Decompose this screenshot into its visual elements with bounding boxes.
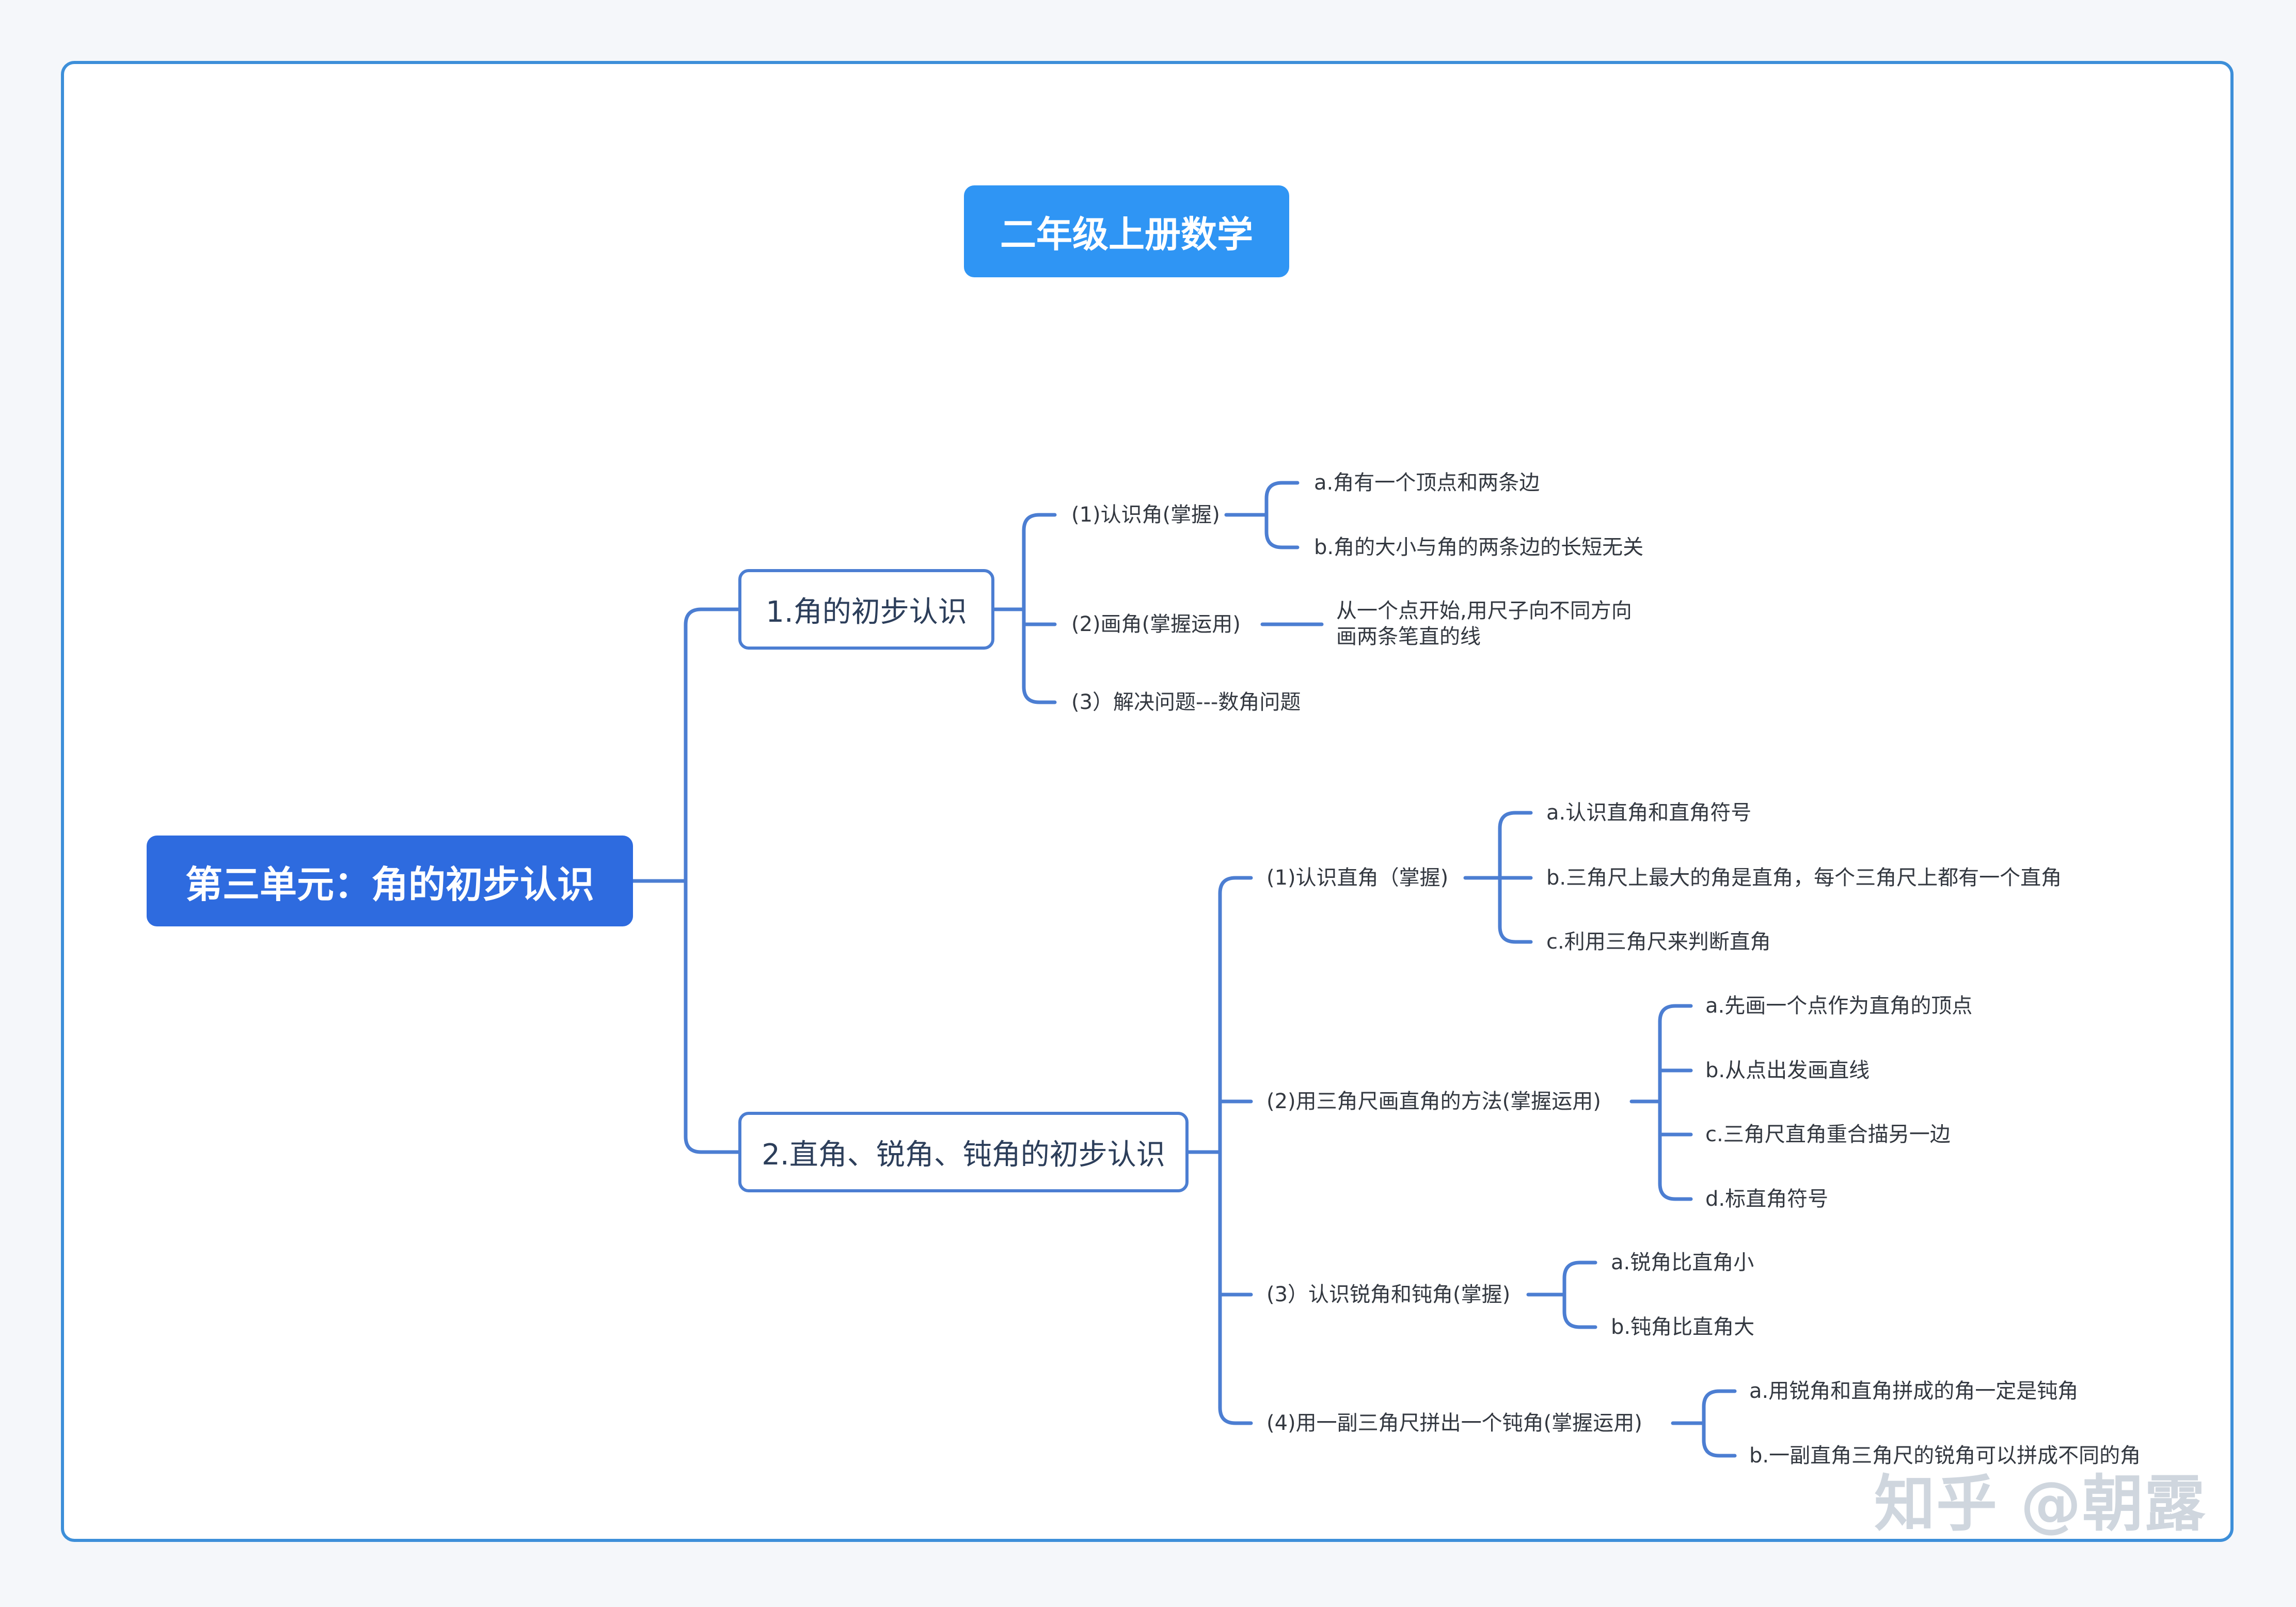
watermark: 知乎 @朝露 — [1874, 1468, 2207, 1539]
leaf-1-1-b[interactable]: b.角的大小与角的两条边的长短无关 — [1314, 535, 1644, 559]
leaf-2-1-c[interactable]: c.利用三角尺来判断直角 — [1546, 930, 1771, 954]
leaf-1-2-line1[interactable]: 从一个点开始,用尺子向不同方向 — [1336, 599, 1632, 623]
subtopic-1-2[interactable]: (2)画角(掌握运用) — [1071, 612, 1241, 636]
mindmap-canvas — [61, 61, 2234, 1542]
root-topic[interactable]: 第三单元：角的初步认识 — [147, 836, 633, 926]
subtopic-2-4[interactable]: (4)用一副三角尺拼出一个钝角(掌握运用) — [1266, 1411, 1642, 1435]
leaf-2-1-a[interactable]: a.认识直角和直角符号 — [1546, 801, 1752, 825]
leaf-2-4-b[interactable]: b.一副直角三角尺的锐角可以拼成不同的角 — [1749, 1444, 2141, 1468]
leaf-2-2-b[interactable]: b.从点出发画直线 — [1705, 1059, 1870, 1082]
subtopic-2-1[interactable]: (1)认识直角（掌握) — [1266, 866, 1449, 890]
subtopic-2-2[interactable]: (2)用三角尺画直角的方法(掌握运用) — [1266, 1090, 1601, 1113]
branch-topic-2[interactable]: 2.直角、锐角、钝角的初步认识 — [738, 1112, 1189, 1192]
leaf-2-3-a[interactable]: a.锐角比直角小 — [1611, 1251, 1754, 1274]
subtopic-1-3[interactable]: (3）解决问题---数角问题 — [1071, 690, 1301, 714]
map-title[interactable]: 二年级上册数学 — [964, 185, 1289, 277]
branch-topic-1[interactable]: 1.角的初步认识 — [738, 569, 994, 650]
subtopic-2-3[interactable]: (3）认识锐角和钝角(掌握) — [1266, 1283, 1511, 1306]
leaf-1-1-a[interactable]: a.角有一个顶点和两条边 — [1314, 471, 1540, 495]
leaf-2-1-b[interactable]: b.三角尺上最大的角是直角，每个三角尺上都有一个直角 — [1546, 866, 2062, 890]
leaf-2-2-c[interactable]: c.三角尺直角重合描另一边 — [1705, 1123, 1951, 1146]
leaf-2-3-b[interactable]: b.钝角比直角大 — [1611, 1315, 1755, 1339]
leaf-2-4-a[interactable]: a.用锐角和直角拼成的角一定是钝角 — [1749, 1379, 2079, 1403]
subtopic-1-1[interactable]: (1)认识角(掌握) — [1071, 503, 1220, 527]
leaf-1-2-line2[interactable]: 画两条笔直的线 — [1336, 625, 1481, 649]
leaf-2-2-d[interactable]: d.标直角符号 — [1705, 1187, 1829, 1211]
leaf-2-2-a[interactable]: a.先画一个点作为直角的顶点 — [1705, 994, 1973, 1018]
